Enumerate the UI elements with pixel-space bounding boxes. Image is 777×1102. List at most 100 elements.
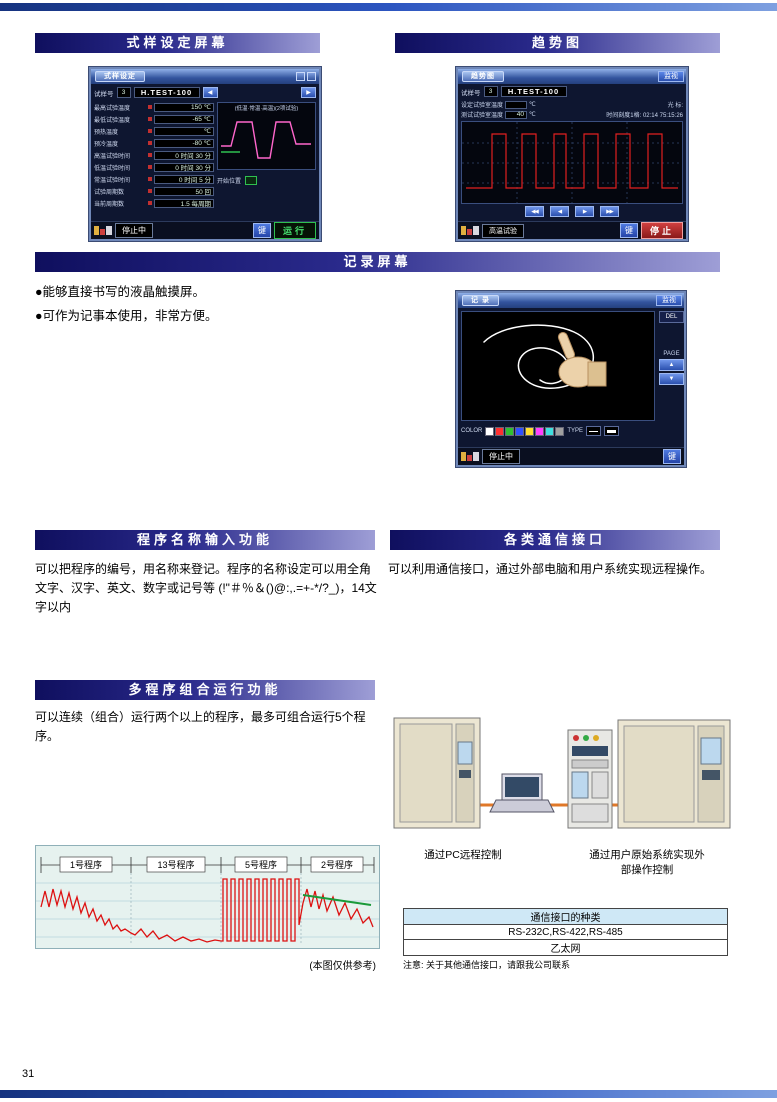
trend-plot [462,122,682,203]
sample-name-field[interactable]: H.TEST-100 [133,87,200,98]
trend-nav-buttons: ◀◀ ◀ ▶ ▶▶ [458,206,686,217]
remote-control-illustration [390,712,735,847]
trend-titlebar: 趋势图 监视 [458,69,686,84]
sample-no-label: 试样号 [94,90,114,98]
delete-button[interactable]: DEL [659,311,684,323]
cursor-label: 光 标: [667,103,683,109]
page-label: PAGE [663,351,680,357]
status-indicator: 停止中 [115,223,153,238]
record-title-tab: 记 录 [462,295,499,306]
field-label: 试验周期数 [94,189,125,196]
type-label: TYPE [567,428,584,434]
field-value[interactable]: ℃ [154,126,214,136]
banner-spec-screen: 式样设定屏幕 [35,33,320,53]
field-value[interactable]: 150 ℃ [154,102,214,112]
key-lock-button[interactable]: 键 [619,223,638,238]
top-decorative-bar [0,3,777,11]
program-sequence-plot: 1号程序 13号程序 5号程序 2号程序 [35,845,380,949]
field-indicator [148,117,152,122]
table-row: 乙太网 [403,939,728,956]
field-label: 常温试验时间 [94,177,131,184]
scroll-fast-right-button[interactable]: ▶▶ [600,206,619,217]
banner-trend-graph: 趋势图 [395,33,720,53]
page-down-button[interactable]: ▼ [659,373,684,385]
field-value[interactable]: -65 ℃ [154,114,214,124]
field-value[interactable]: 1.5 每周期 [154,198,214,208]
monitor-button[interactable]: 监视 [658,71,684,82]
handwriting-drawing [483,324,607,389]
stop-button[interactable]: 停止 [640,222,683,239]
handwriting-canvas[interactable] [461,311,655,421]
hand-icon [557,332,607,388]
field-value[interactable]: 0 时间 30 分 [154,162,214,172]
left-chamber [393,717,481,829]
run-button[interactable]: 运行 [273,222,316,239]
profile-waveform [221,121,311,159]
machine-status-icon [461,452,479,461]
start-position-box[interactable] [245,176,258,185]
color-swatch[interactable] [555,426,565,436]
banner-multi-program: 多程序组合运行功能 [35,680,375,700]
color-swatches [485,426,565,436]
right-chamber [617,719,731,829]
field-label: 最高试验温度 [94,105,131,112]
key-lock-button[interactable]: 键 [252,223,271,238]
color-swatch[interactable] [485,426,495,436]
time-scale-label: 时间刻度1格: 02:14 75:15:26 [606,113,683,119]
profile-graph-caption: (低温·常温·高温)(2项试验) [234,106,299,112]
color-swatch[interactable] [495,426,505,436]
color-swatch[interactable] [505,426,515,436]
prev-sample-button[interactable]: ◀ [202,87,218,98]
table-header-cell: 通信接口的种类 [403,908,728,925]
color-swatch[interactable] [525,426,535,436]
trend-plot-area [461,121,683,204]
next-sample-button[interactable]: ▶ [301,87,316,98]
record-bullet-2: ●可作为记事本使用，非常方便。 [35,309,218,323]
machine-status-icon [461,226,479,235]
key-lock-button[interactable]: 键 [663,449,681,464]
trend-trace [466,133,678,189]
segment-label-3: 5号程序 [245,859,277,870]
monitor-button[interactable]: 监视 [656,295,682,306]
color-swatch[interactable] [535,426,545,436]
banner-record-screen: 记录屏幕 [35,252,720,272]
pen-thick-button[interactable] [604,426,620,436]
window-icon[interactable] [296,72,305,81]
field-value[interactable]: -80 ℃ [154,138,214,148]
sample-no-label: 试样号 [461,89,481,97]
sample-no-field[interactable]: 3 [116,87,131,98]
field-value[interactable]: 0 时间 5 分 [154,174,214,184]
scroll-right-button[interactable]: ▶ [575,206,594,217]
field-label: 高温试验时间 [94,153,131,160]
field-label: 最低试验温度 [94,117,131,124]
scroll-fast-left-button[interactable]: ◀◀ [525,206,544,217]
record-body: DEL PAGE ▲ ▼ COLOR TYPE 停止中 键 [458,308,684,465]
measured-temp-value: 40 [505,110,528,119]
window-icon[interactable] [307,72,316,81]
field-indicator [148,165,152,170]
pen-options-row: COLOR TYPE [461,426,685,436]
spec-field-row: 预冷温度 -80 ℃ [94,138,214,149]
field-indicator [148,189,152,194]
spec-titlebar: 式样设定 [91,69,319,84]
sample-no-field: 3 [483,86,498,97]
record-bottom-bar: 停止中 键 [458,447,684,465]
spec-field-row: 最低试验温度 -65 ℃ [94,114,214,125]
field-value[interactable]: 0 时间 30 分 [154,150,214,160]
color-swatch[interactable] [545,426,555,436]
record-side-buttons: DEL PAGE ▲ ▼ [659,311,684,385]
trend-body: 试样号 3 H.TEST-100 设定试验室温度 ℃ 光 标: 测试试验室温度 … [458,84,686,239]
page-up-button[interactable]: ▲ [659,359,684,371]
color-swatch[interactable] [515,426,525,436]
pen-thin-button[interactable] [586,426,602,436]
trend-graph-screenshot: 趋势图 监视 试样号 3 H.TEST-100 设定试验室温度 ℃ 光 标: 测… [455,66,689,242]
scroll-left-button[interactable]: ◀ [550,206,569,217]
field-label: 预冷温度 [94,141,119,148]
profile-graph-panel: (低温·常温·高温)(2项试验) [217,102,316,170]
segment-label-2: 13号程序 [157,859,194,870]
spec-bottom-bar: 停止中 键 运行 [91,221,319,239]
spec-field-row: 常温试验时间 0 时间 5 分 [94,174,214,185]
equipment-diagram [393,717,731,829]
field-value[interactable]: 50 回 [154,186,214,196]
